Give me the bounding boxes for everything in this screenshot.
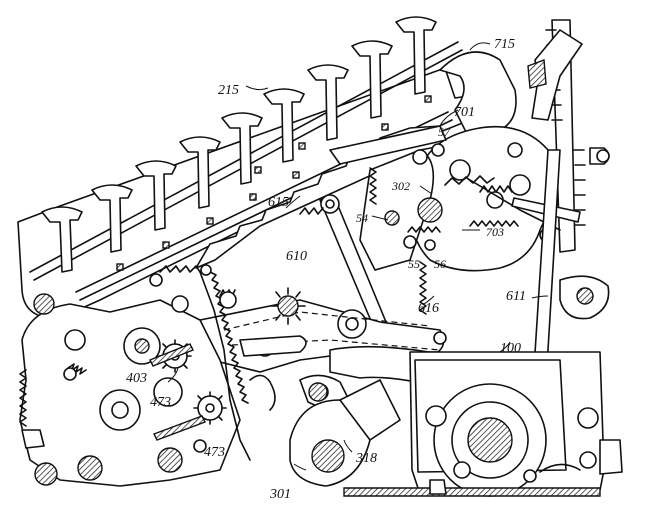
key-4	[179, 136, 221, 209]
label-54: 54	[356, 211, 368, 225]
label-55: 55	[408, 257, 420, 271]
label-215: 215	[218, 83, 239, 98]
label-100: 100	[500, 341, 521, 356]
key-7	[307, 64, 349, 141]
key-6	[263, 88, 305, 163]
cam-301	[289, 379, 401, 487]
reference-labels: 215 715 701 57 302 54 703 55 56 615 610 …	[126, 37, 526, 502]
label-611: 611	[506, 289, 526, 304]
right-mechanism	[329, 125, 610, 272]
label-615: 615	[268, 195, 289, 210]
label-715: 715	[494, 37, 515, 52]
label-473-upper: 473	[150, 395, 171, 410]
keyboard-keys	[41, 16, 437, 273]
label-301: 301	[269, 487, 291, 502]
key-9	[395, 16, 437, 95]
label-318: 318	[355, 451, 377, 466]
leader-lines	[167, 42, 549, 471]
key-2	[91, 184, 133, 253]
key-1	[41, 206, 83, 273]
key-3	[135, 160, 177, 231]
right-rack-715	[439, 19, 586, 253]
rail-springs	[33, 207, 324, 315]
label-610: 610	[286, 249, 307, 264]
left-mechanism	[19, 271, 251, 487]
label-616: 616	[418, 301, 439, 316]
label-473-lower: 473	[204, 445, 225, 460]
gear-473	[193, 391, 227, 425]
label-403: 403	[126, 371, 147, 386]
links-610-611	[319, 149, 610, 401]
label-703: 703	[486, 225, 504, 239]
label-56: 56	[434, 257, 446, 271]
key-8	[351, 40, 393, 119]
housing-100	[343, 351, 623, 497]
key-5	[221, 112, 263, 185]
label-701: 701	[454, 105, 475, 120]
label-302: 302	[391, 179, 410, 193]
label-57: 57	[438, 125, 451, 139]
